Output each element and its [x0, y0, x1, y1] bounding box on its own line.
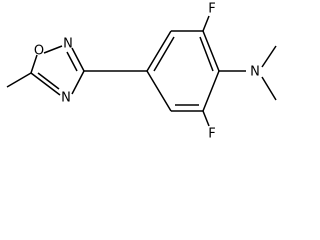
atom-label-o1: O	[34, 44, 44, 59]
bond-b5-f-bottom	[202, 110, 210, 127]
bond-n4-c5	[30, 72, 61, 96]
atom-label-f-bottom: F	[208, 127, 215, 142]
bond-c3-n4	[71, 70, 85, 95]
bond-n-methyl-down	[261, 76, 277, 101]
bond-b1-b2-inner	[153, 36, 175, 72]
atom-label-f-top: F	[208, 2, 215, 17]
bond-n2-c3	[71, 47, 85, 72]
atom-label-n-amine: N	[250, 65, 260, 80]
atom-labels: O N N F F N	[34, 2, 260, 142]
bond-b3-b4-inner	[199, 36, 214, 72]
bond-b3-f-top	[202, 15, 210, 32]
atom-label-n4: N	[61, 91, 71, 106]
bonds	[6, 15, 277, 127]
bond-o1-n2	[43, 45, 63, 54]
bond-b4-b5	[202, 70, 220, 112]
bond-c5-o1	[30, 54, 38, 74]
bond-b1-b2	[146, 30, 172, 72]
chemical-structure-diagram: O N N F F N	[6, 2, 277, 142]
bond-n4-c5-double	[37, 72, 60, 90]
bond-b3-b4	[202, 30, 220, 72]
bond-n-methyl-up	[261, 45, 277, 68]
bond-methyl-c5	[6, 72, 32, 88]
bond-b6-b1	[146, 70, 172, 112]
atom-label-n2: N	[63, 37, 73, 52]
bond-n2-c3-double	[66, 51, 78, 72]
